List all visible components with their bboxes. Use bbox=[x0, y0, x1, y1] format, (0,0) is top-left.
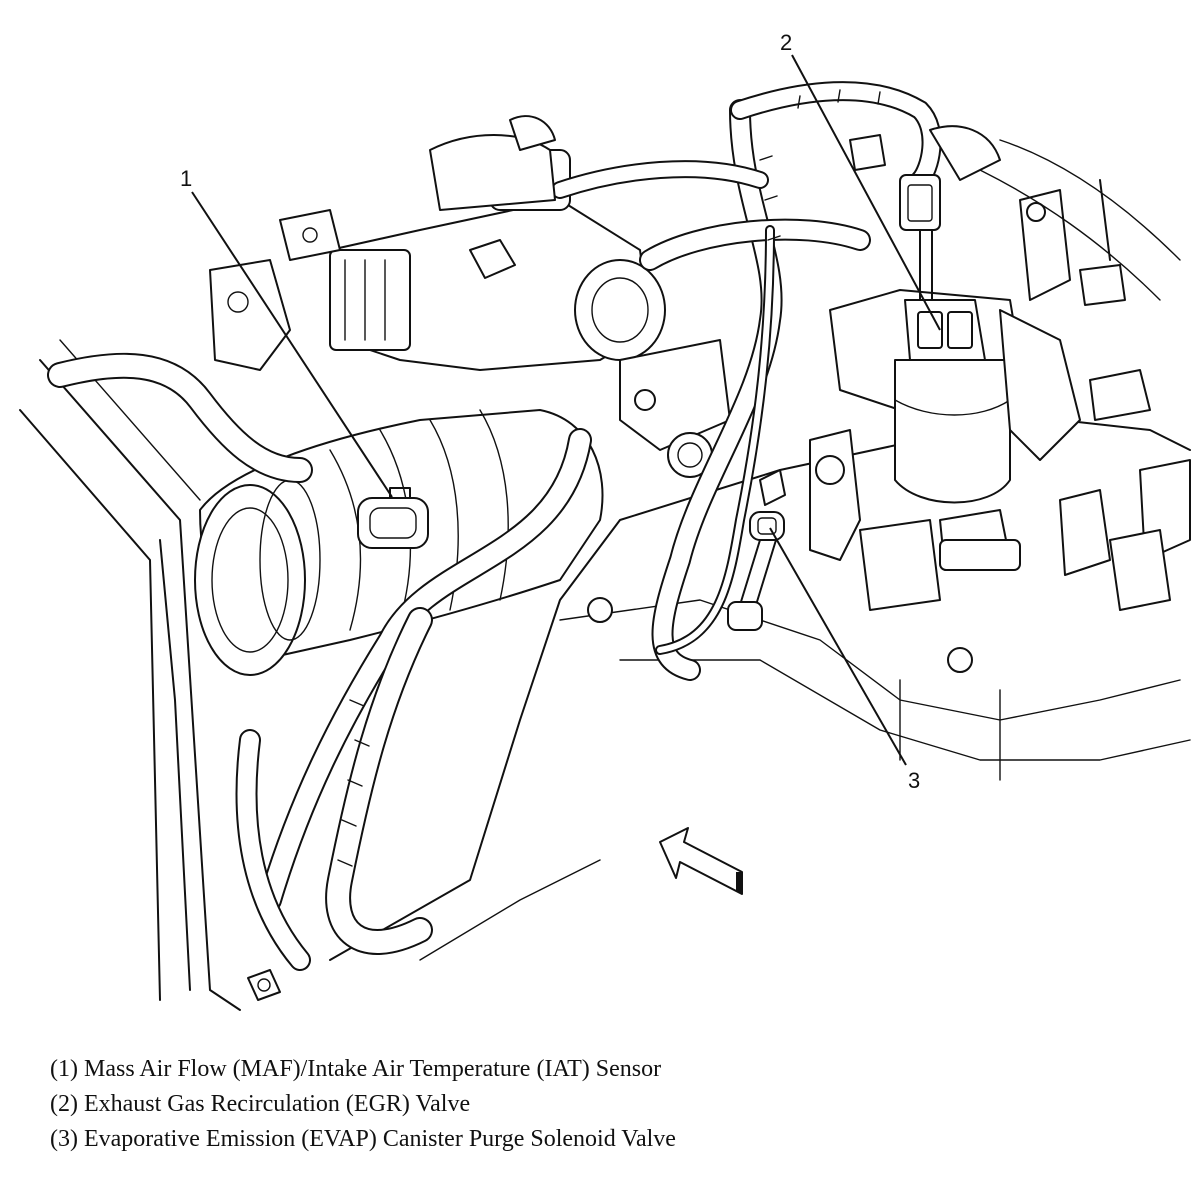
callout-3-leader bbox=[769, 527, 907, 766]
callout-1-leader bbox=[191, 191, 393, 498]
callout-2-label: 2 bbox=[780, 30, 792, 55]
right-side-hardware bbox=[587, 125, 1191, 673]
forward-direction-arrow bbox=[659, 827, 743, 895]
callout-2-leader bbox=[791, 54, 941, 331]
lower-bolt bbox=[247, 969, 281, 1001]
legend-item-egr-valve: (2) Exhaust Gas Recirculation (EGR) Valv… bbox=[50, 1091, 471, 1117]
egr-connector bbox=[899, 174, 941, 301]
engine-component-diagram: 1 2 3 bbox=[19, 30, 1191, 1011]
wiring-harness bbox=[47, 81, 942, 971]
callout-1-label: 1 bbox=[180, 166, 192, 191]
callout-3-label: 3 bbox=[908, 768, 920, 793]
legend-item-evap-purge-solenoid: (3) Evaporative Emission (EVAP) Canister… bbox=[50, 1126, 676, 1152]
legend-item-maf-iat-sensor: (1) Mass Air Flow (MAF)/Intake Air Tempe… bbox=[50, 1056, 662, 1082]
egr-valve bbox=[829, 289, 1081, 571]
legend: (1) Mass Air Flow (MAF)/Intake Air Tempe… bbox=[50, 1052, 1170, 1157]
mounting-bracket bbox=[209, 209, 341, 371]
maf-iat-sensor bbox=[357, 487, 429, 549]
engine-block-outline bbox=[19, 339, 1191, 1011]
upper-hose bbox=[429, 115, 556, 211]
throttle-body bbox=[329, 149, 731, 478]
